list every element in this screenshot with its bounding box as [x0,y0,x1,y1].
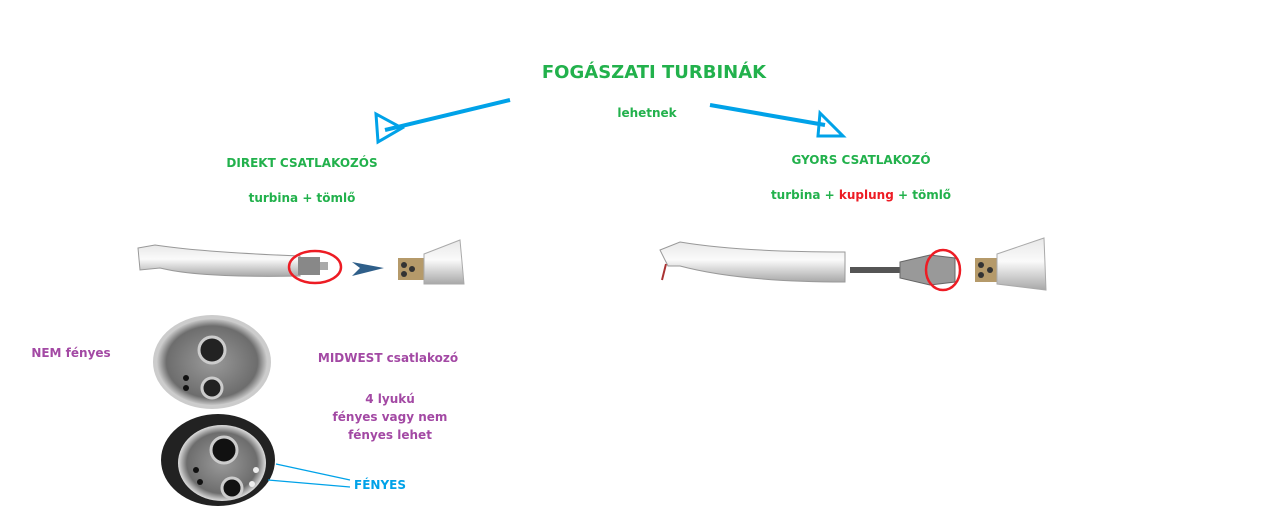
quick-turbine-image [659,237,1047,292]
holes-line-3: fényes lehet [348,428,432,442]
holes-line-1: 4 lyukú [365,392,415,406]
midwest-label: MIDWEST csatlakozó [317,351,459,365]
quick-formula: turbina + kuplung + tömlő [771,188,951,202]
highlight-circle [924,248,962,292]
kuplung-word: kuplung [838,188,894,202]
direct-heading: DIREKT CSATLAKOZÓS [226,156,378,170]
arrow-left [374,98,511,145]
pointer-lines [267,463,351,488]
connector-word: lehetnek [617,106,677,120]
lit-label: FÉNYES [354,478,406,492]
direct-formula: turbina + tömlő [248,191,356,205]
arrow-icon [352,262,384,276]
connector-lit-image [161,414,275,506]
arrow-right [709,103,847,138]
not-lit-label: NEM fényes [31,346,111,360]
connector-not-lit-image [153,315,271,409]
quick-heading: GYORS CSATLAKOZÓ [791,153,931,167]
holes-line-2: fényes vagy nem [332,410,448,424]
direct-turbine-image [137,239,465,285]
formula-part: + tömlő [893,188,952,202]
page-title: FOGÁSZATI TURBINÁK [541,62,767,83]
formula-part: turbina + [770,188,839,202]
highlight-circle [287,249,343,285]
